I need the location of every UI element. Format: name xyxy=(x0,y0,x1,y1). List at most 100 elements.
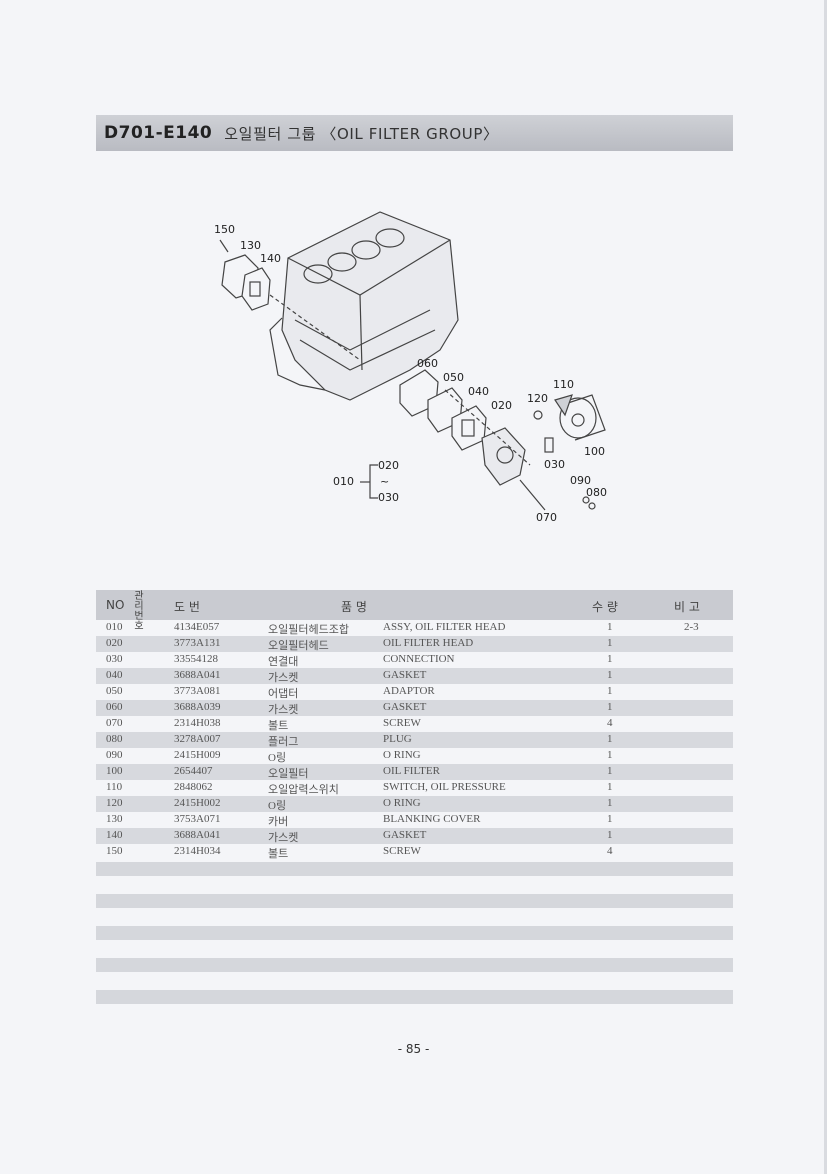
page-number: - 85 - xyxy=(397,1042,430,1056)
row-no: 100 xyxy=(106,765,123,777)
row-no: 040 xyxy=(106,669,123,681)
row-part-no: 3688A041 xyxy=(174,829,221,841)
row-name-korean: 오일압력스위치 xyxy=(268,784,339,796)
row-part-no: 2314H034 xyxy=(174,845,221,857)
row-no: 030 xyxy=(106,653,123,665)
row-qty: 1 xyxy=(607,749,613,761)
row-name-korean: 오일필터헤드 xyxy=(268,640,329,652)
row-remarks: 2-3 xyxy=(684,621,699,633)
table-row: 090 2415H009 O링 O RING 1 xyxy=(96,748,733,764)
row-name-korean: 오일필터 xyxy=(268,768,309,780)
row-name-english: SCREW xyxy=(383,845,421,857)
blank-row xyxy=(96,926,733,940)
row-no: 080 xyxy=(106,733,123,745)
callout-tilde: ~ xyxy=(380,475,389,488)
section-code: D701-E140 xyxy=(104,123,213,143)
row-name-english: CONNECTION xyxy=(383,653,455,665)
callout-120: 120 xyxy=(527,392,548,405)
callout-020: 020 xyxy=(491,399,512,412)
row-name-korean: 연결대 xyxy=(268,656,299,668)
header-kwanri: 관리번호 xyxy=(134,591,144,632)
callout-030: 030 xyxy=(544,458,565,471)
parts-table: NO 관리번호 도 번 품 명 수 량 비 고 010 4134E057 오일필터헤… xyxy=(96,590,733,860)
callout-010: 010 xyxy=(333,475,354,488)
exploded-parts-diagram: 150 130 140 060 050 040 020 120 110 100 … xyxy=(214,211,607,524)
row-qty: 1 xyxy=(607,829,613,841)
row-name-english: GASKET xyxy=(383,669,427,681)
table-header: NO 관리번호 도 번 품 명 수 량 비 고 xyxy=(96,590,733,632)
row-qty: 4 xyxy=(607,845,613,857)
blank-row xyxy=(96,894,733,908)
row-part-no: 2314H038 xyxy=(174,717,221,729)
row-name-korean: 가스켓 xyxy=(268,704,299,716)
row-part-no: 2415H002 xyxy=(174,797,221,809)
row-no: 140 xyxy=(106,829,123,841)
callout-130: 130 xyxy=(240,239,261,252)
row-part-no: 3753A071 xyxy=(174,813,221,825)
row-name-english: SCREW xyxy=(383,717,421,729)
row-name-korean: O링 xyxy=(268,800,287,812)
blank-row xyxy=(96,990,733,1004)
blank-row xyxy=(96,958,733,972)
row-part-no: 2654407 xyxy=(174,765,213,777)
row-part-no: 3773A081 xyxy=(174,685,221,697)
row-name-korean: O링 xyxy=(268,752,287,764)
table-row: 020 3773A131 오일필터헤드 OIL FILTER HEAD 1 xyxy=(96,636,733,652)
callout-040: 040 xyxy=(468,385,489,398)
callout-110: 110 xyxy=(553,378,574,391)
row-name-english: OIL FILTER HEAD xyxy=(383,637,474,649)
row-name-korean: 가스켓 xyxy=(268,832,299,844)
row-no: 070 xyxy=(106,717,123,729)
blank-row xyxy=(96,862,733,876)
row-qty: 1 xyxy=(607,669,613,681)
row-name-english: O RING xyxy=(383,797,421,809)
row-name-english: O RING xyxy=(383,749,421,761)
row-qty: 1 xyxy=(607,637,613,649)
row-no: 010 xyxy=(106,621,123,633)
callout-020-range: 020 xyxy=(378,459,399,472)
row-part-no: 2415H009 xyxy=(174,749,221,761)
row-part-no: 3773A131 xyxy=(174,637,221,649)
header-qty: 수 량 xyxy=(592,600,618,614)
row-part-no: 33554128 xyxy=(174,653,218,665)
header-no: NO xyxy=(106,598,125,612)
row-name-korean: 볼트 xyxy=(268,848,289,860)
row-part-no: 4134E057 xyxy=(174,621,220,633)
row-qty: 1 xyxy=(607,733,613,745)
section-title: 오일필터 그룹 〈OIL FILTER GROUP〉 xyxy=(224,124,499,143)
callout-090: 090 xyxy=(570,474,591,487)
row-qty: 1 xyxy=(607,765,613,777)
row-qty: 1 xyxy=(607,701,613,713)
header-remarks: 비 고 xyxy=(674,600,700,614)
header-name: 품 명 xyxy=(341,600,367,614)
row-no: 110 xyxy=(106,781,123,793)
row-qty: 1 xyxy=(607,621,613,633)
callout-080: 080 xyxy=(586,486,607,499)
row-qty: 1 xyxy=(607,813,613,825)
row-no: 060 xyxy=(106,701,123,713)
row-qty: 1 xyxy=(607,781,613,793)
row-no: 090 xyxy=(106,749,123,761)
row-part-no: 2848062 xyxy=(174,781,213,793)
row-qty: 4 xyxy=(607,717,613,729)
row-no: 020 xyxy=(106,637,123,649)
row-part-no: 3688A041 xyxy=(174,669,221,681)
callout-070: 070 xyxy=(536,511,557,524)
callout-140: 140 xyxy=(260,252,281,265)
callout-150: 150 xyxy=(214,223,235,236)
diagram-labels: 150 130 140 060 050 040 020 120 110 100 … xyxy=(214,223,607,524)
row-name-english: GASKET xyxy=(383,829,427,841)
row-name-english: BLANKING COVER xyxy=(383,813,481,825)
row-name-english: GASKET xyxy=(383,701,427,713)
row-part-no: 3688A039 xyxy=(174,701,221,713)
table-row: 060 3688A039 가스켓 GASKET 1 xyxy=(96,700,733,716)
